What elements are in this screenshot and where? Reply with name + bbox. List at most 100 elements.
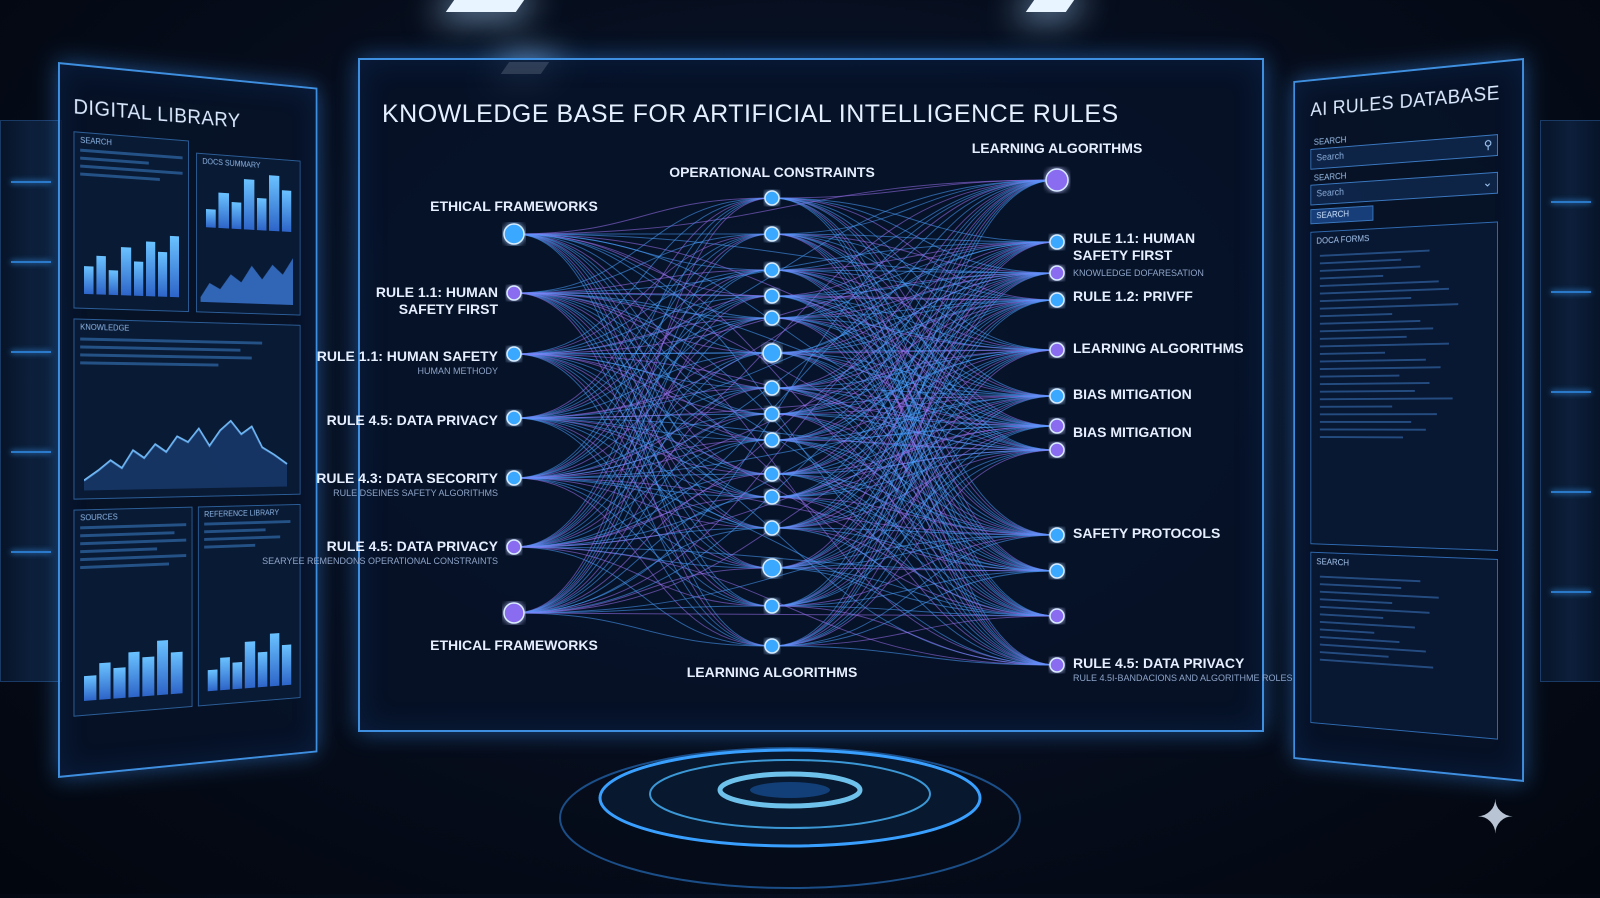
connection-line bbox=[771, 349, 1058, 415]
connection-line bbox=[513, 473, 773, 614]
area-chart-icon bbox=[200, 253, 293, 306]
connection-line bbox=[771, 299, 1058, 569]
server-rack-left bbox=[0, 120, 62, 682]
rule-node-right[interactable] bbox=[1049, 418, 1065, 434]
rule-label: BIAS MITIGATION bbox=[1073, 386, 1192, 402]
connection-line bbox=[771, 197, 1058, 451]
search-button[interactable]: SEARCH bbox=[1310, 205, 1374, 225]
connection-line bbox=[513, 197, 773, 419]
connection-line bbox=[513, 269, 773, 548]
connection-line bbox=[771, 299, 1058, 498]
hub-node[interactable] bbox=[764, 310, 780, 326]
hub-node[interactable] bbox=[764, 598, 780, 614]
connection-line bbox=[513, 295, 773, 614]
connection-line bbox=[771, 496, 1058, 666]
rule-node-right[interactable] bbox=[1049, 342, 1065, 358]
sources-widget[interactable]: SOURCES bbox=[73, 506, 193, 717]
connection-line bbox=[771, 317, 1058, 536]
hub-node[interactable] bbox=[764, 380, 780, 396]
hub-node[interactable] bbox=[764, 432, 780, 448]
rule-node-left[interactable] bbox=[503, 602, 525, 624]
connection-line bbox=[771, 413, 1058, 451]
rule-node-left[interactable] bbox=[506, 410, 522, 426]
connection-line bbox=[771, 413, 1058, 572]
connection-line bbox=[771, 241, 1058, 607]
panel-title: AI RULES DATABASE bbox=[1310, 82, 1500, 121]
rule-sublabel: RULE 4.5I-BANDACIONS AND ALGORITHME ROLE… bbox=[1073, 673, 1293, 683]
connection-line bbox=[513, 417, 773, 647]
hub-node[interactable] bbox=[764, 288, 780, 304]
rule-node-right[interactable] bbox=[1049, 608, 1065, 624]
connection-line bbox=[771, 179, 1058, 235]
rule-node-right[interactable] bbox=[1049, 388, 1065, 404]
hub-label: LEARNING ALGORITHMS bbox=[686, 664, 858, 680]
connection-line bbox=[513, 179, 1058, 235]
connection-line bbox=[771, 272, 1058, 354]
connection-line bbox=[513, 292, 1058, 666]
rule-node-right[interactable] bbox=[1049, 657, 1065, 673]
rule-node-right[interactable] bbox=[1049, 563, 1065, 579]
connection-line bbox=[513, 197, 773, 479]
rule-label: RULE 4.5: DATA PRIVACY bbox=[326, 412, 498, 428]
connection-line bbox=[771, 197, 1058, 427]
connection-line bbox=[513, 233, 773, 498]
connection-line bbox=[771, 197, 1058, 536]
connection-line bbox=[771, 527, 1058, 617]
knowledge-widget[interactable]: KNOWLEDGE bbox=[73, 318, 301, 500]
rule-sublabel: HUMAN METHODY bbox=[417, 366, 499, 376]
search-icon[interactable]: ⚲ bbox=[1483, 137, 1493, 153]
rule-node-left[interactable] bbox=[506, 539, 522, 555]
hub-node[interactable] bbox=[764, 466, 780, 482]
doca-forms-code-box: DOCA FORMS bbox=[1310, 221, 1498, 552]
rule-node-right[interactable] bbox=[1045, 168, 1069, 192]
connection-line bbox=[771, 179, 1058, 415]
connection-line bbox=[771, 295, 1058, 351]
connection-line bbox=[771, 197, 1058, 243]
connection-line bbox=[771, 439, 1058, 572]
hub-node[interactable] bbox=[764, 406, 780, 422]
connection-line bbox=[513, 292, 773, 529]
connection-line bbox=[771, 272, 1058, 441]
connection-line bbox=[771, 352, 1058, 617]
rule-node-left[interactable] bbox=[506, 346, 522, 362]
connection-line bbox=[771, 317, 1058, 666]
connection-line bbox=[513, 612, 1058, 617]
connection-line bbox=[513, 269, 773, 479]
rule-node-right[interactable] bbox=[1049, 527, 1065, 543]
connection-line bbox=[513, 353, 1058, 617]
ceiling-light bbox=[445, 0, 525, 12]
connection-line bbox=[771, 272, 1058, 607]
connection-line bbox=[513, 269, 773, 614]
connection-line bbox=[513, 233, 773, 389]
connection-line bbox=[771, 387, 1058, 451]
rule-node-right[interactable] bbox=[1049, 234, 1065, 250]
rule-node-right[interactable] bbox=[1049, 442, 1065, 458]
docs-summary-widget[interactable]: DOCS SUMMARY bbox=[196, 152, 301, 316]
connection-line bbox=[513, 477, 773, 529]
hub-node[interactable] bbox=[764, 190, 780, 206]
hub-node[interactable] bbox=[764, 489, 780, 505]
connection-line bbox=[513, 197, 773, 235]
connection-line bbox=[513, 477, 1058, 536]
connection-line bbox=[513, 233, 773, 529]
rule-node-left[interactable] bbox=[506, 285, 522, 301]
rule-node-right[interactable] bbox=[1049, 265, 1065, 281]
connection-line bbox=[771, 413, 1058, 536]
connection-line bbox=[771, 179, 1058, 569]
connection-line bbox=[771, 395, 1058, 441]
ceiling-light bbox=[1025, 0, 1075, 12]
hub-node[interactable] bbox=[764, 262, 780, 278]
rule-node-right[interactable] bbox=[1049, 292, 1065, 308]
rule-node-left[interactable] bbox=[506, 470, 522, 486]
hub-node[interactable] bbox=[762, 558, 782, 578]
search-widget[interactable]: SEARCH bbox=[73, 131, 189, 313]
connection-line bbox=[513, 353, 773, 475]
hub-node[interactable] bbox=[764, 638, 780, 654]
hub-node[interactable] bbox=[762, 343, 782, 363]
hub-node[interactable] bbox=[764, 520, 780, 536]
reference-library-widget[interactable]: REFERENCE LIBRARY bbox=[197, 503, 301, 707]
panel-title: DIGITAL LIBRARY bbox=[73, 95, 241, 133]
hub-node[interactable] bbox=[764, 226, 780, 242]
rule-node-left[interactable] bbox=[503, 223, 525, 245]
connection-line bbox=[771, 527, 1058, 536]
